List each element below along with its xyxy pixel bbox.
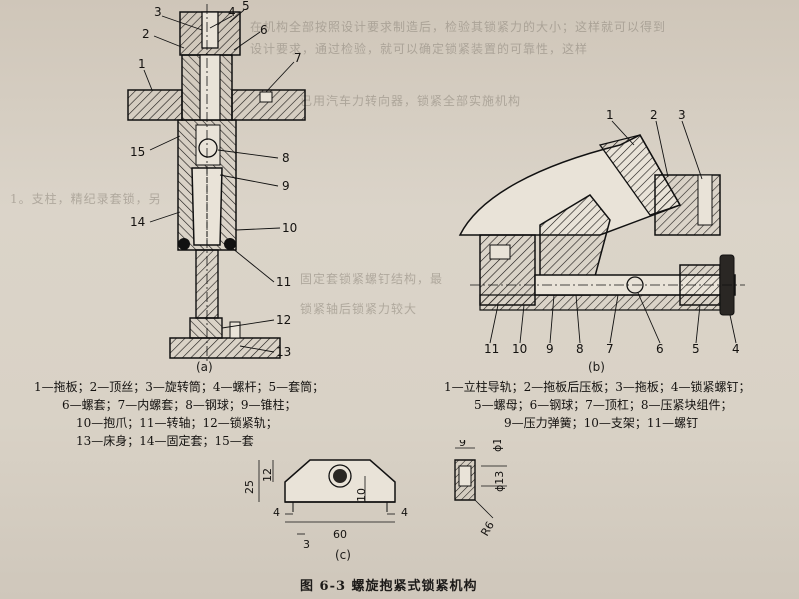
callout-a-10: 10: [282, 221, 297, 235]
callout-a-4: 4: [228, 5, 236, 19]
callout-a-14: 14: [130, 215, 145, 229]
callout-a-3: 3: [154, 5, 162, 19]
callout-b-10: 10: [512, 342, 527, 355]
background-text-line: 在机构全部按照设计要求制造后，检验其锁紧力的大小；这样就可以得到: [250, 20, 667, 34]
dim-phi10: ϕ10: [491, 440, 504, 452]
legend-a: 1—拖板；2—顶丝；3—旋转筒；4—螺杆；5—套筒； 6—螺套；7—内螺套；8—…: [34, 378, 324, 450]
dim-r6: R6: [478, 519, 497, 538]
callout-b-11: 11: [484, 342, 499, 355]
subfigure-label-c: (c): [335, 548, 351, 562]
subfigure-label-b: (b): [588, 360, 605, 374]
callout-a-2: 2: [142, 27, 150, 41]
callout-a-1: 1: [138, 57, 146, 71]
callout-a-6: 6: [260, 23, 268, 37]
callout-b-9: 9: [546, 342, 554, 355]
legend-a-line: 6—螺套；7—内螺套；8—钢球；9—锥柱；: [62, 398, 297, 412]
drawing-c: 12 25 10 4 3 60 4 9 ϕ10 ϕ13 R6: [245, 440, 507, 551]
legend-b: 1—立柱导轨；2—拖板后压板；3—拖板；4—锁紧螺钉； 5—螺母；6—钢球；7—…: [444, 378, 751, 432]
background-text-line: 已用汽车力转向器，锁紧全部实施机构: [300, 94, 522, 108]
callout-a-8: 8: [282, 151, 290, 165]
callout-a-9: 9: [282, 179, 290, 193]
background-text-line: 固定套锁紧螺钉结构，最: [300, 272, 444, 286]
legend-b-line: 1—立柱导轨；2—拖板后压板；3—拖板；4—锁紧螺钉；: [444, 380, 751, 394]
callout-b-3: 3: [678, 108, 686, 122]
legend-a-line: 13—床身；14—固定套；15—套: [76, 434, 254, 448]
callout-a-11: 11: [276, 275, 291, 289]
figure-caption: 图 6-3 螺旋抱紧式锁紧机构: [300, 579, 478, 594]
callout-a-12: 12: [276, 313, 291, 327]
dim-25: 25: [245, 480, 256, 494]
drawing-a: 1 2 3 4 5 6 7 8 9 10 11 12 13 14 15: [127, 0, 306, 362]
callout-a-15: 15: [130, 145, 145, 159]
drawing-b: 1 2 3 4 5 6 7 8 9 10 11: [458, 108, 745, 355]
dim-10: 10: [355, 488, 368, 502]
legend-a-line: 10—抱爪；11—转轴；12—锁紧轨；: [76, 416, 278, 430]
dim-phi13: ϕ13: [493, 471, 506, 492]
callout-a-5: 5: [242, 0, 250, 13]
dim-9: 9: [459, 440, 466, 449]
callout-b-2: 2: [650, 108, 658, 122]
callout-b-4: 4: [732, 342, 740, 355]
dim-4-left: 4: [273, 506, 280, 519]
legend-b-line: 9—压力弹簧；10—支架；11—螺钉: [504, 416, 699, 430]
dim-4-right: 4: [401, 506, 408, 519]
dim-12: 12: [261, 468, 274, 482]
callout-b-8: 8: [576, 342, 584, 355]
dim-60: 60: [333, 528, 347, 541]
legend-b-line: 5—螺母；6—钢球；7—顶杠；8—压紧块组件；: [474, 398, 733, 412]
callout-a-13: 13: [276, 345, 291, 359]
background-text-line: 1。支柱，精纪录套锁，另: [10, 192, 162, 206]
background-text-line: 设计要求，通过检验，就可以确定锁紧装置的可靠性，这样: [250, 42, 589, 56]
dim-3: 3: [303, 538, 310, 551]
subfigure-label-a: (a): [196, 360, 213, 374]
callout-a-7: 7: [294, 51, 302, 65]
callout-b-7: 7: [606, 342, 614, 355]
callout-b-6: 6: [656, 342, 664, 355]
legend-a-line: 1—拖板；2—顶丝；3—旋转筒；4—螺杆；5—套筒；: [34, 380, 325, 394]
callout-b-1: 1: [606, 108, 614, 122]
background-text-line: 锁紧轴后锁紧力较大: [300, 302, 418, 316]
callout-b-5: 5: [692, 342, 700, 355]
